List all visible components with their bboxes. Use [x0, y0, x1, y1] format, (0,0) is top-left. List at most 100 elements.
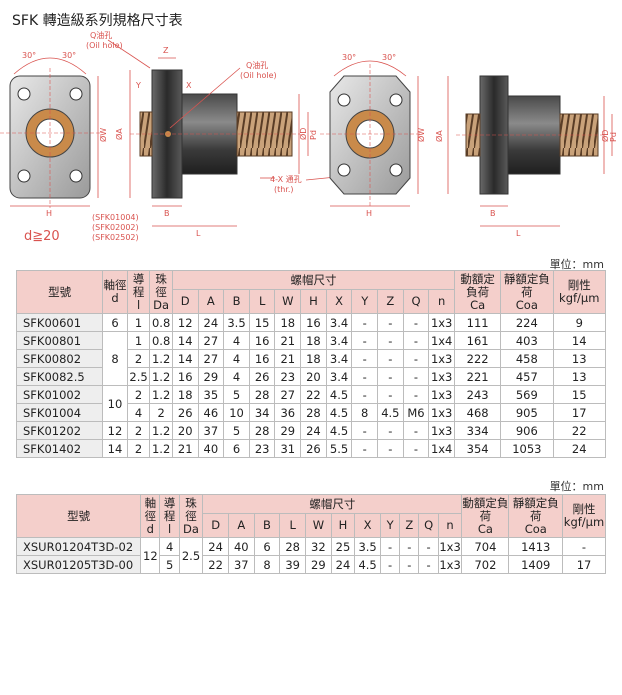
shaft-cell: 6 [102, 313, 128, 332]
svg-text:30°: 30° [22, 51, 36, 60]
cell-n: 1x4 [428, 331, 456, 350]
cell-b: 6 [223, 439, 250, 458]
cell-rig: 15 [552, 385, 606, 404]
model-cell: SFK00802 [15, 349, 104, 368]
cell-q: - [402, 385, 430, 404]
cell-a: 40 [197, 439, 225, 458]
cell-b: 5 [223, 421, 250, 440]
cell-b: 3.5 [223, 313, 250, 332]
svg-text:30°: 30° [62, 51, 76, 60]
cell-x: 4.5 [325, 421, 353, 440]
oil-hole-label-2b: (Oil hole) [240, 71, 277, 80]
cell-l: 2.5 [126, 367, 151, 386]
cell-rig: 13 [552, 349, 606, 368]
front-view-right: 30° 30° H ØW [320, 53, 426, 218]
h2-nut: 螺帽尺寸 [202, 494, 463, 514]
cell-w: 27 [274, 385, 302, 404]
cell-l: 16 [248, 349, 276, 368]
cell-coa: 569 [500, 385, 554, 404]
d-note: d≧20 [24, 229, 60, 244]
svg-text:L: L [196, 229, 201, 238]
model-cell: SFK01004 [15, 403, 104, 422]
cell-q: - [402, 367, 430, 386]
svg-text:30°: 30° [382, 53, 396, 62]
cell-l: 1 [126, 313, 151, 332]
cell-b: 4 [223, 349, 250, 368]
svg-text:Y: Y [135, 81, 141, 90]
cell-l: 2 [126, 349, 151, 368]
cell-l: 5 [159, 555, 180, 574]
cell-a: 24 [197, 313, 225, 332]
cell-z: - [377, 349, 404, 368]
svg-text:(SFK02002): (SFK02002) [92, 223, 139, 232]
cell-y: - [351, 367, 379, 386]
cell-b: 8 [253, 555, 281, 574]
svg-text:L: L [516, 229, 521, 238]
cell-rig: 13 [552, 367, 606, 386]
cell-da: 1.2 [149, 349, 173, 368]
cell-n: 1x3 [428, 403, 456, 422]
svg-text:30°: 30° [342, 53, 356, 62]
oil-hole-label-1b: (Oil hole) [86, 41, 123, 50]
cell-rig: 17 [562, 555, 606, 574]
cell-n: 1x3 [437, 555, 463, 574]
cell-w: 29 [274, 421, 302, 440]
cell-l: 34 [248, 403, 276, 422]
page-title: SFK 轉造級系列規格尺寸表 [12, 13, 183, 29]
cell-l: 4 [126, 403, 151, 422]
cell-coa: 458 [500, 349, 554, 368]
cell-x: 3.4 [325, 349, 353, 368]
cell-l: 16 [248, 331, 276, 350]
cell-da: 1.2 [149, 367, 173, 386]
cell-y: - [351, 331, 379, 350]
cell-l: 39 [279, 555, 307, 574]
ball-screw-nut-drawing: 30° 30° H ØW ØA ØD Pd B L Z Y X Q油孔 (Oil… [0, 30, 618, 244]
model-cell: SFK01002 [15, 385, 104, 404]
side-view-left: ØA ØD Pd B L Z Y X Q油孔 (Oil hole) Q油孔 (O… [86, 30, 318, 238]
cell-a: 46 [197, 403, 225, 422]
cell-d: 12 [171, 313, 199, 332]
model-cell: SFK01402 [15, 439, 104, 458]
cell-n: 1x3 [428, 385, 456, 404]
h2-model: 型號 [15, 494, 142, 538]
cell-ca: 222 [454, 349, 502, 368]
svg-text:H: H [366, 209, 372, 218]
cell-h: 22 [300, 385, 327, 404]
cell-y: - [351, 439, 379, 458]
svg-text:H: H [46, 209, 52, 218]
cell-z: - [377, 385, 404, 404]
cell-y: - [351, 349, 379, 368]
cell-h: 28 [300, 403, 327, 422]
cell-l: 2 [126, 421, 151, 440]
svg-text:Pd: Pd [609, 132, 618, 142]
models-note: (SFK01004) (SFK02002) (SFK02502) [92, 213, 139, 242]
oil-hole-label-1: Q油孔 [90, 30, 112, 40]
cell-a: 27 [197, 349, 225, 368]
cell-y: - [351, 313, 379, 332]
cell-coa: 1413 [508, 537, 564, 556]
svg-text:ØA: ØA [434, 130, 444, 142]
cell-ca: 468 [454, 403, 502, 422]
svg-text:X: X [186, 81, 192, 90]
shaft-cell: 10 [102, 385, 128, 422]
cell-ca: 161 [454, 331, 502, 350]
cell-q: - [402, 349, 430, 368]
shaft-cell: 8 [102, 331, 128, 386]
unit-label-1: 單位：mm [549, 258, 604, 271]
cell-b: 4 [223, 367, 250, 386]
cell-h: 20 [300, 367, 327, 386]
cell-z: - [399, 537, 420, 556]
cell-q: - [402, 331, 430, 350]
model-cell: XSUR01204T3D-02 [15, 537, 142, 556]
cell-da: 1.2 [149, 421, 173, 440]
cell-z: - [377, 421, 404, 440]
